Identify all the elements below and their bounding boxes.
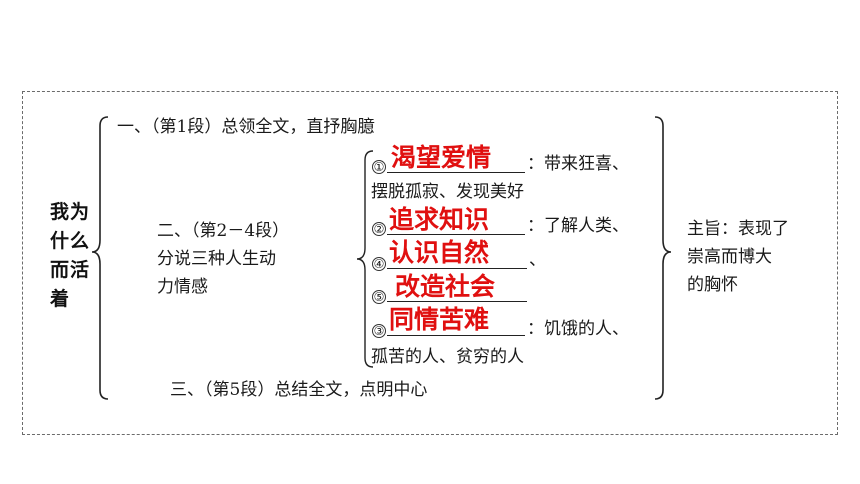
emotion-5-continuation: 孤苦的人、贫穷的人: [371, 347, 524, 367]
root-title: 我为什么而活着: [50, 201, 91, 310]
main-right-brace: [654, 116, 672, 400]
emotion-4-marker: ⑤: [372, 290, 386, 304]
emotion-2-blank: [387, 234, 525, 235]
emotion-3-blank: [387, 268, 527, 269]
section-three: 三、（第5段）总结全文，点明中心: [170, 380, 428, 400]
emotion-1-suffix: ：带来狂喜、: [527, 154, 629, 174]
section-one: 一、（第1段）总领全文，直抒胸臆: [117, 117, 375, 137]
emotion-5-suffix: ：饥饿的人、: [527, 319, 629, 339]
emotion-1-blank: [387, 172, 525, 173]
theme-line3: 的胸怀: [687, 275, 738, 295]
emotion-5-answer: 同情苦难: [389, 305, 490, 334]
emotion-1-continuation: 摆脱孤寂、发现美好: [371, 182, 524, 202]
emotion-3-marker: ④: [372, 257, 386, 271]
inner-left-brace: [356, 150, 374, 368]
emotion-2-answer: 追求知识: [389, 205, 490, 234]
theme-line1: 主旨：表现了: [687, 219, 789, 239]
section-two-line2: 分说三种人生动: [157, 249, 276, 269]
emotion-2-suffix: ：了解人类、: [527, 216, 629, 236]
emotion-3-answer: 认识自然: [389, 238, 490, 267]
emotion-2-marker: ②: [372, 222, 386, 236]
diagram-frame: [22, 91, 838, 435]
section-two-line3: 力情感: [157, 277, 208, 297]
emotion-1-marker: ①: [372, 160, 386, 174]
emotion-4-blank: [387, 301, 527, 302]
emotion-4-answer: 改造社会: [395, 272, 496, 301]
emotion-5-marker: ③: [372, 324, 386, 338]
theme-line2: 崇高而博大: [687, 247, 772, 267]
section-two-line1: 二、（第2－4段）: [157, 221, 290, 241]
emotion-1-answer: 渴望爱情: [391, 143, 492, 172]
emotion-5-blank: [387, 335, 525, 336]
emotion-3-suffix: 、: [529, 250, 546, 270]
main-left-brace: [91, 116, 109, 400]
